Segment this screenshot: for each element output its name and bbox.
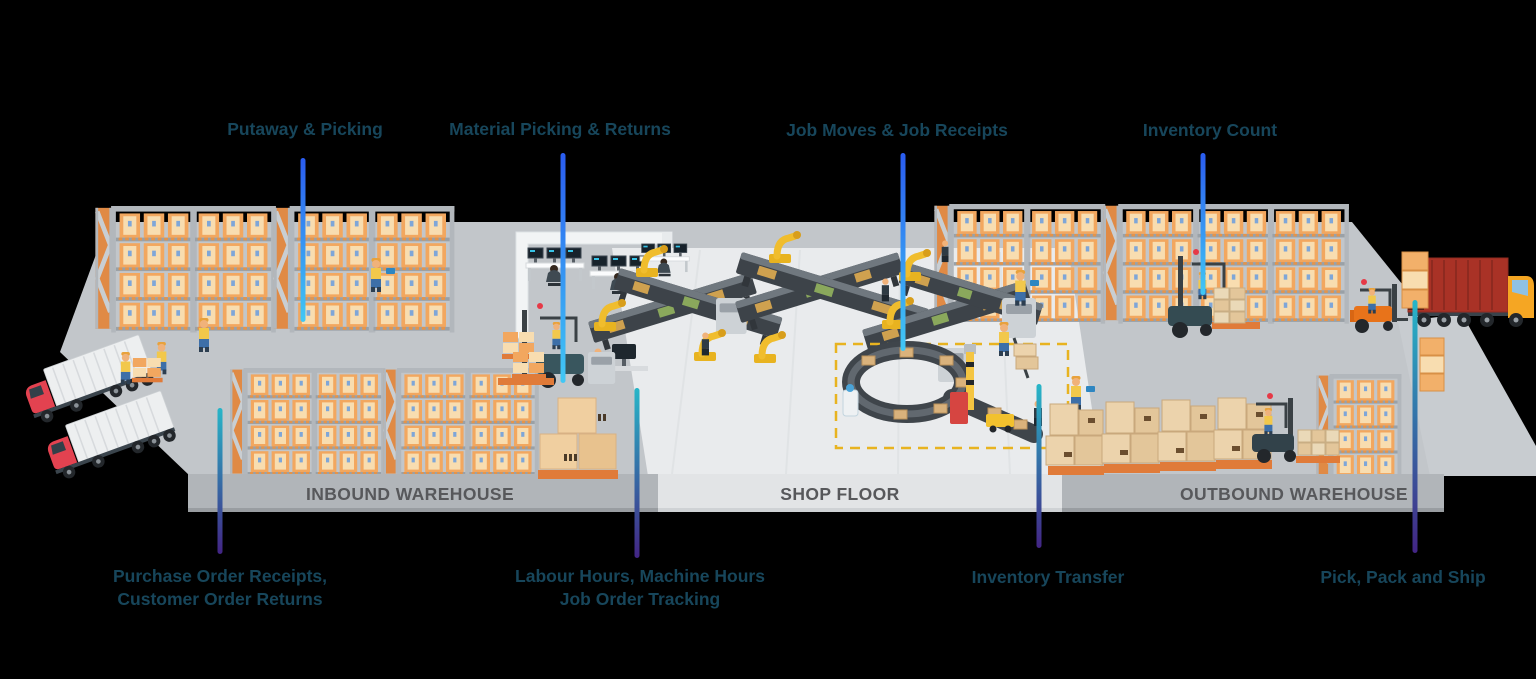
inbound-pallet-stack: [538, 397, 618, 479]
sorting-conveyor: [834, 341, 1070, 450]
label-line: Labour Hours, Machine Hours: [515, 566, 765, 586]
outbound-forklift-mid: [1168, 249, 1260, 338]
label-labour-machine-hours: Labour Hours, Machine Hours Job Order Tr…: [515, 565, 765, 611]
connector-purchase-order: [217, 408, 223, 554]
label-line: Customer Order Returns: [117, 589, 323, 610]
inbound-forklift: [498, 303, 584, 388]
inbound-workers: [120, 258, 395, 385]
connector-labour-hours: [634, 388, 640, 558]
section-shop-floor: SHOP FLOOR: [780, 484, 900, 504]
label-inventory-count: Inventory Count: [1142, 120, 1278, 140]
label-putaway-picking: Putaway & Picking: [227, 119, 383, 139]
outbound-forklift-dock: [1350, 279, 1408, 333]
label-purchase-order-receipts: Purchase Order Receipts, Customer Order …: [113, 565, 327, 611]
label-inventory-transfer: Inventory Transfer: [971, 567, 1125, 587]
section-outbound-warehouse: OUTBOUND WAREHOUSE: [1180, 484, 1408, 504]
material-picking-terminal: [594, 344, 648, 374]
label-pick-pack-ship: Pick, Pack and Ship: [1320, 567, 1486, 587]
label-line: Purchase Order Receipts,: [113, 566, 327, 586]
outbound-rack-small: [1314, 373, 1401, 480]
label-line: Job Order Tracking: [559, 589, 721, 610]
label-job-moves-receipts: Job Moves & Job Receipts: [786, 120, 1008, 140]
loading-boxes: [1401, 251, 1445, 392]
outbound-forklift-front: [1252, 393, 1340, 463]
connector-pick-pack-ship: [1412, 300, 1418, 553]
connector-putaway-picking: [300, 158, 306, 322]
outbound-workers: [999, 270, 1095, 410]
section-inbound-warehouse: INBOUND WAREHOUSE: [305, 484, 515, 504]
connector-material-picking: [560, 153, 566, 383]
connector-inventory-count: [1200, 153, 1206, 295]
outbound-pallet-stacks: [1045, 397, 1273, 476]
section-bands: [188, 474, 1444, 512]
connector-inventory-transfer: [1036, 384, 1042, 548]
label-material-picking-returns: Material Picking & Returns: [449, 119, 671, 139]
connector-job-moves: [900, 153, 906, 351]
